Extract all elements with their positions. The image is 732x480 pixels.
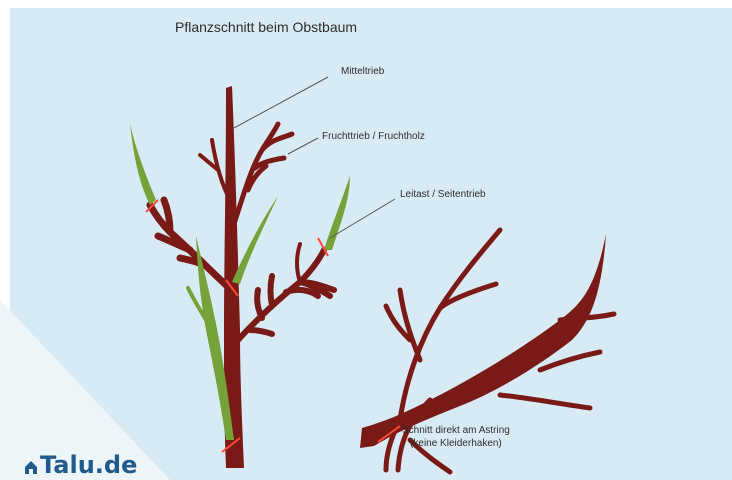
talu-logo: Talu.de — [24, 452, 137, 478]
logo-text: Talu.de — [40, 452, 137, 478]
label-mitteltrieb: Mitteltrieb — [341, 65, 384, 78]
label-leitast: Leitast / Seitentrieb — [400, 188, 486, 201]
left-scaffold-branch — [150, 200, 226, 285]
diagram-title: Pflanzschnitt beim Obstbaum — [175, 19, 357, 35]
label-schnitt: Schnitt direkt am Astring (keine Kleider… — [402, 424, 510, 450]
leader-fruchttrieb — [288, 138, 318, 154]
label-schnitt-line1: Schnitt direkt am Astring — [402, 424, 510, 437]
green-shoot-top-left — [130, 124, 156, 205]
fruchttrieb-branch — [232, 124, 292, 230]
label-fruchttrieb: Fruchttrieb / Fruchtholz — [322, 130, 425, 143]
green-shoot-right — [324, 176, 350, 250]
leader-mitteltrieb — [234, 77, 328, 128]
label-schnitt-line2: (keine Kleiderhaken) — [402, 437, 510, 450]
right-scaffold-branch — [238, 250, 334, 340]
house-icon — [24, 460, 38, 475]
right-tree-branch — [360, 234, 606, 448]
